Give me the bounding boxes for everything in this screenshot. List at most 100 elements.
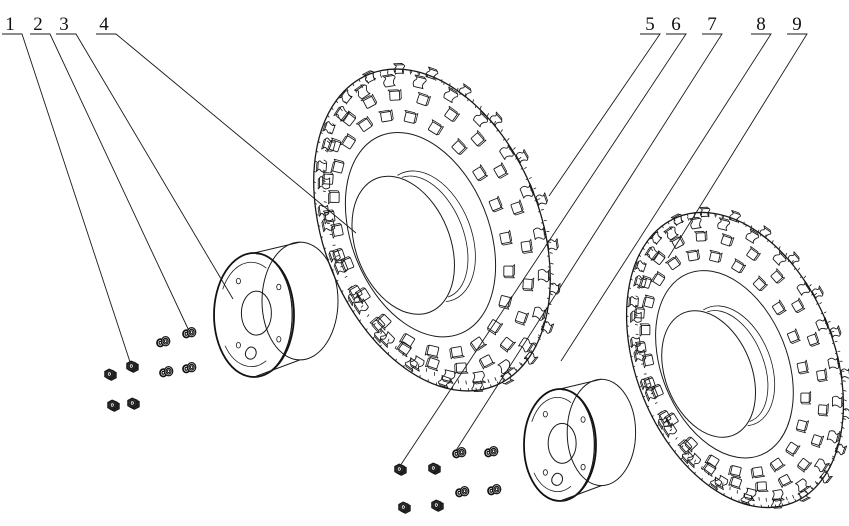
tread-block — [685, 249, 700, 262]
front-tire-tread-row-4 — [315, 63, 561, 392]
tread-block — [807, 331, 821, 347]
rear-wheel-rim-face-contour-top — [531, 396, 572, 422]
bolt-hole — [235, 342, 241, 349]
front-tire-body — [313, 63, 561, 392]
tread-block — [451, 138, 468, 155]
tread-block — [728, 476, 743, 490]
tread-block — [472, 164, 489, 182]
tread-block — [369, 316, 386, 334]
washer — [156, 335, 171, 348]
tread-block — [330, 222, 344, 239]
hex-nut — [394, 463, 407, 476]
front-wheel-rim-face-contour-bottom — [224, 345, 267, 367]
tread-block-x — [321, 218, 336, 233]
callout-leader-5 — [548, 33, 661, 197]
tread-block — [752, 275, 768, 292]
washer — [484, 445, 499, 458]
tread-block — [650, 250, 666, 265]
callout-number-2: 2 — [33, 14, 43, 35]
tread-block-x — [630, 310, 642, 323]
tread-block — [796, 359, 810, 375]
tread-block — [378, 109, 394, 123]
callout-number-5: 5 — [645, 14, 655, 35]
tread-block — [520, 238, 534, 254]
tread-block — [800, 391, 812, 405]
tread-block — [665, 255, 681, 271]
tread-block-x — [811, 285, 824, 299]
washer — [159, 365, 174, 378]
washer — [455, 485, 470, 498]
washer — [182, 361, 197, 374]
hex-nut — [398, 501, 411, 514]
tread-block-x — [317, 176, 331, 190]
rear-hex-nut-set — [394, 462, 444, 514]
tread-block — [427, 119, 444, 136]
tread-block — [750, 466, 766, 479]
rear-wheel-rim-face-contour-bottom — [533, 472, 572, 492]
tread-block-x — [540, 321, 555, 334]
tread-block — [360, 93, 378, 109]
tread-block — [387, 89, 402, 101]
tread-block — [769, 457, 786, 473]
tread-block-x — [634, 260, 647, 272]
rear-wheel-rim-hub-bore — [547, 422, 577, 464]
front-hex-nut-set — [104, 360, 140, 412]
tread-block — [755, 481, 769, 493]
tread-block — [746, 246, 761, 261]
tread-block — [720, 233, 735, 247]
tread-block-x — [321, 137, 336, 152]
front-wheel-rim-front-face — [213, 252, 295, 378]
rear-tire-tread-row-2 — [633, 230, 829, 493]
tread-block-x — [532, 226, 547, 241]
tread-block — [797, 458, 813, 473]
bolt-hole — [580, 463, 586, 471]
bolt-hole — [542, 469, 548, 476]
tread-block — [488, 195, 504, 213]
front-wheel-rim-bolt-holes — [235, 277, 282, 349]
tread-block-x — [473, 110, 489, 128]
callout-leader-8 — [560, 33, 772, 362]
tread-block-x — [382, 74, 396, 88]
tread-block-x — [834, 443, 848, 456]
callout-leader-3 — [56, 33, 234, 300]
tread-block — [330, 158, 345, 174]
tread-block-x — [458, 83, 472, 98]
tread-block — [510, 199, 525, 216]
front-tire-shoulder-serration — [313, 68, 551, 392]
tread-block-x — [537, 269, 551, 283]
rear-washer-set — [452, 445, 502, 498]
callout-number-3: 3 — [59, 14, 69, 35]
rear-tire-tread-row-1 — [639, 249, 812, 479]
tread-block-x — [699, 206, 711, 217]
tread-block-x — [714, 474, 729, 491]
hex-nut — [126, 360, 139, 373]
tread-block-x — [689, 216, 702, 230]
tread-block — [403, 109, 419, 124]
tread-block — [424, 357, 440, 372]
rear-tire-tread-row-3 — [630, 216, 844, 502]
callout-leader-2 — [30, 33, 191, 334]
tread-block — [498, 295, 513, 310]
tread-block — [493, 162, 509, 179]
tread-block — [795, 419, 809, 434]
rear-wheel-rim-barrel-top — [559, 378, 602, 390]
front-tire-sidewall-face — [344, 131, 497, 338]
tread-block-x — [729, 210, 741, 223]
rear-tire-tread-row-4 — [628, 206, 849, 509]
tread-block — [399, 333, 416, 350]
tread-block — [514, 311, 530, 326]
tread-block — [694, 230, 708, 242]
tread-block-x — [443, 86, 459, 104]
tread-block-x — [633, 349, 647, 363]
front-wheel-rim-edge-thickness-2 — [255, 253, 293, 377]
tread-block-x — [472, 370, 487, 385]
hex-nut — [104, 368, 117, 381]
tread-block — [339, 133, 356, 150]
tread-block-x — [518, 337, 535, 353]
tread-block-x — [328, 249, 341, 263]
bolt-hole — [542, 410, 548, 418]
tread-block-x — [759, 225, 772, 239]
tread-block — [641, 294, 655, 309]
